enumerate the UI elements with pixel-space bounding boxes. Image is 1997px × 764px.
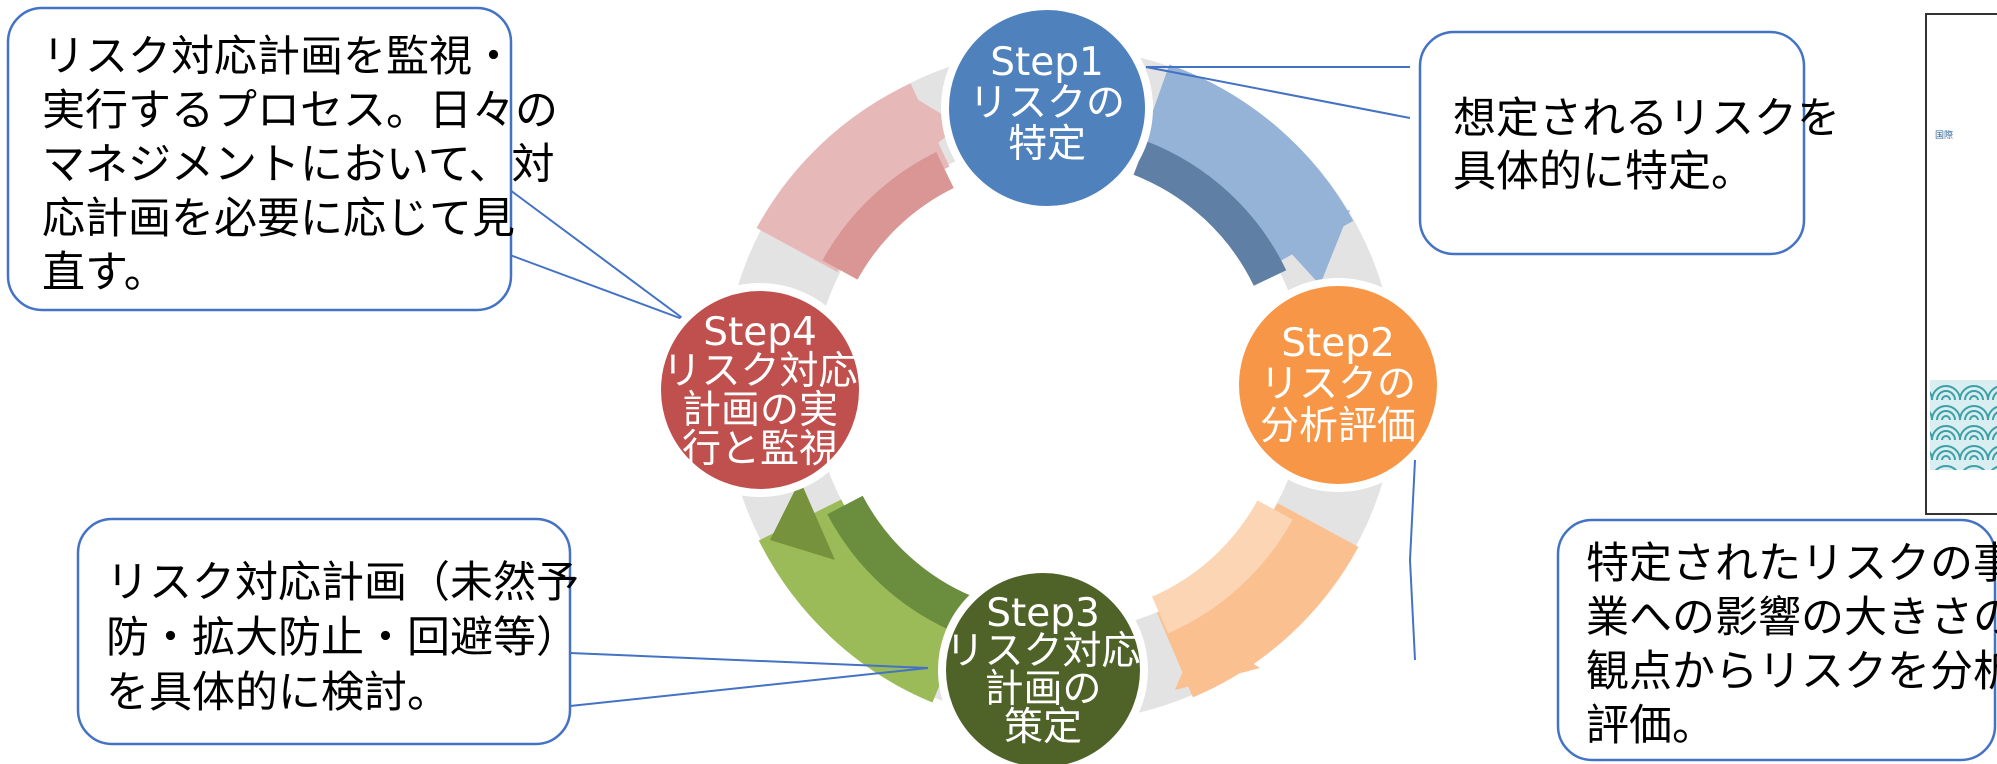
step4-label-line-1: Step4 (703, 310, 817, 355)
step1-label-line-1: Step1 (990, 40, 1104, 85)
step1-node: Step1 リスクの 特定 (941, 2, 1153, 214)
callout-bottom-left-line-3: を具体的に検討。 (106, 668, 450, 718)
arc-arrow-step2-to-step3 (1151, 500, 1359, 698)
callout-top-left: リスク対応計画を監視・ 実行するプロセス。日々の マネジメントにおいて、対 応計… (6, 6, 558, 312)
step2-label-line-1: Step2 (1281, 321, 1395, 366)
step3-label-line-1: Step3 (986, 591, 1100, 636)
document-thumbnail-header: 国際 (1935, 129, 1953, 141)
arc-arrow-step4-to-step1 (756, 83, 960, 280)
step2-label-line-3: 分析評価 (1260, 404, 1416, 449)
step3-label-line-2: リスク対応 (945, 629, 1140, 674)
step1-label-line-2: リスクの (969, 81, 1125, 126)
step3-node: Step3 リスク対応 計画の 策定 (938, 565, 1148, 764)
callout-top-left-line-3: マネジメントにおいて、対 (42, 140, 555, 190)
callout-bottom-left: リスク対応計画（未然予 防・拡大防止・回避等） を具体的に検討。 (76, 517, 579, 746)
step2-node: Step2 リスクの 分析評価 (1231, 278, 1445, 492)
callout-connectors (509, 66, 1416, 707)
step3-label-line-3: 計画の (984, 667, 1101, 712)
callout-top-left-line-2: 実行するプロセス。日々の (42, 86, 558, 136)
step3-label-line-4: 策定 (1004, 705, 1082, 750)
arc-arrow-step3-to-step4 (758, 480, 974, 703)
callout-top-right-line-2: 具体的に特定。 (1453, 147, 1754, 197)
callout-bottom-right-line-3: 観点からリスクを分析 (1586, 647, 1997, 697)
callout-top-left-line-1: リスク対応計画を監視・ (42, 32, 515, 82)
callout-bottom-right-line-4: 評価。 (1586, 701, 1715, 751)
step1-label-line-3: 特定 (1008, 122, 1086, 167)
step4-node: Step4 リスク対応 計画の実 行と監視 (653, 283, 867, 497)
step4-label-line-3: 計画の実 (682, 388, 838, 433)
step4-label-line-4: 行と監視 (682, 427, 838, 472)
callout-top-right: 想定されるリスクを 具体的に特定。 (1418, 30, 1840, 256)
callout-bottom-right-line-2: 業への影響の大きさの (1586, 593, 1997, 643)
callout-bottom-right-line-1: 特定されたリスクの事 (1586, 539, 1997, 589)
callout-bottom-left-line-1: リスク対応計画（未然予 (106, 558, 579, 608)
callout-top-left-line-4: 応計画を必要に応じて見 (42, 194, 515, 244)
callout-bottom-right: 特定されたリスクの事 業への影響の大きさの 観点からリスクを分析 評価。 (1556, 518, 1997, 762)
callout-top-right-line-1: 想定されるリスクを (1453, 94, 1840, 144)
step4-label-line-2: リスク対応 (662, 349, 857, 394)
document-thumbnail: 国際 (1925, 13, 1997, 515)
callout-top-left-line-5: 直す。 (42, 248, 167, 298)
arc-arrow-step1-to-step2 (1133, 64, 1354, 287)
callout-bottom-left-line-2: 防・拡大防止・回避等） (106, 613, 579, 663)
wave-pattern-image (1930, 380, 1997, 470)
step2-label-line-2: リスクの (1260, 362, 1416, 407)
